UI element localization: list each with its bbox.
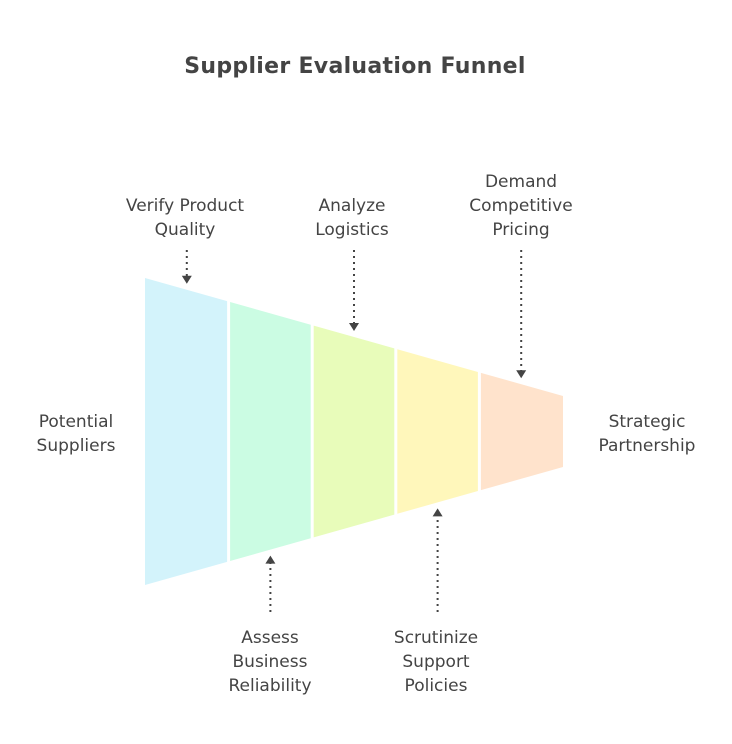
- arrow-icon: [432, 508, 443, 612]
- funnel-segment: [397, 349, 478, 514]
- stage-label-verify-quality: Verify Product Quality: [125, 196, 245, 240]
- funnel-segment: [313, 325, 395, 538]
- funnel-segment: [480, 372, 563, 491]
- start-label: Potential Suppliers: [36, 412, 116, 456]
- arrow-icon: [349, 250, 359, 331]
- funnel-segment: [230, 302, 311, 561]
- stage-label-assess-reliability: Assess Business Reliability: [228, 628, 312, 696]
- stage-label-analyze-logistics: Analyze Logistics: [315, 196, 389, 240]
- arrow-icon: [181, 250, 192, 284]
- end-label: Strategic Partnership: [598, 412, 696, 456]
- funnel-segment: [145, 278, 228, 585]
- diagram-title: Supplier Evaluation Funnel: [184, 54, 526, 79]
- arrow-icon: [516, 250, 527, 379]
- stage-label-scrutinize-support: Scrutinize Support Policies: [393, 628, 479, 696]
- stage-label-demand-pricing: Demand Competitive Pricing: [469, 172, 573, 240]
- arrow-icon: [265, 555, 276, 612]
